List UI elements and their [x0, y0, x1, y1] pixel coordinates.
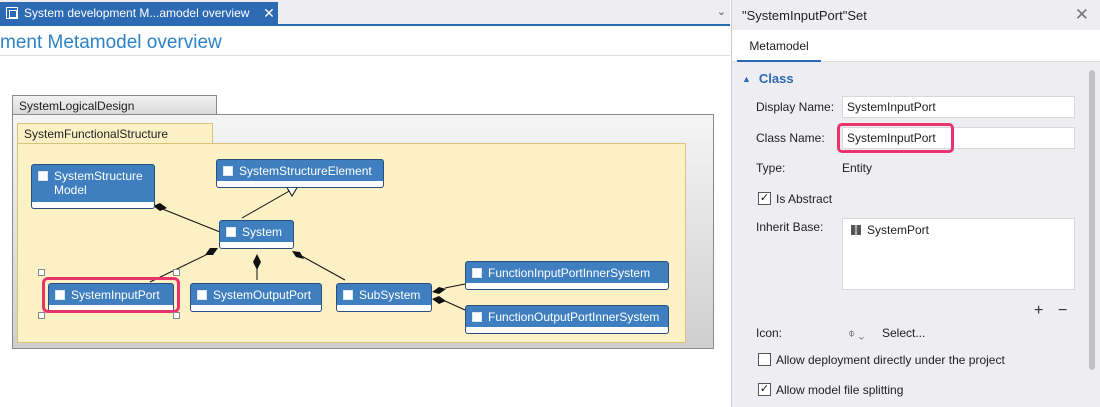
component-icon — [343, 290, 353, 300]
resize-handle[interactable] — [38, 269, 45, 276]
port-icon — [472, 268, 482, 278]
inherit-base-list[interactable]: SystemPort — [842, 218, 1075, 290]
node-label: FunctionInputPortInnerSystem — [488, 266, 651, 280]
list-item-label: SystemPort — [867, 223, 930, 237]
diagram-edges — [149, 185, 466, 311]
class-icon — [851, 225, 861, 235]
composition-diamond — [253, 254, 261, 270]
diagram-canvas[interactable]: SystemLogicalDesign SystemFunctionalStru… — [0, 58, 730, 407]
selection-highlight — [42, 277, 180, 313]
composition-diamond — [432, 296, 446, 304]
node-label: SystemStructureElement — [239, 164, 372, 178]
port-icon — [472, 312, 482, 322]
list-item[interactable]: SystemPort — [843, 219, 1074, 241]
resize-handle[interactable] — [173, 312, 180, 319]
tab-metamodel[interactable]: Metamodel — [737, 36, 821, 62]
class-node-system-structure-element[interactable]: SystemStructureElement — [216, 159, 384, 188]
class-node-subsystem[interactable]: SubSystem — [336, 283, 432, 312]
resize-handle[interactable] — [38, 312, 45, 319]
class-name-label: Class Name: — [756, 131, 825, 145]
class-icon — [38, 171, 48, 181]
package-tab-system-functional-structure[interactable]: SystemFunctionalStructure — [17, 123, 213, 144]
resize-handle[interactable] — [173, 269, 180, 276]
composition-edge — [444, 300, 466, 311]
node-label: SystemInputPort — [71, 288, 160, 302]
close-icon[interactable]: ✕ — [1074, 5, 1089, 24]
icon-dropdown[interactable]: ⌽ ⌄ — [848, 326, 865, 340]
allow-deployment-checkbox[interactable] — [758, 353, 771, 366]
properties-pane: "SystemInputPort"Set ✕ Metamodel ▲ Class… — [731, 0, 1100, 407]
properties-title: "SystemInputPort"Set — [742, 7, 867, 23]
class-name-field[interactable]: SystemInputPort — [842, 127, 1075, 149]
node-label: SubSystem — [359, 288, 421, 302]
composition-edge — [159, 207, 221, 233]
composition-diamond — [153, 203, 167, 211]
class-node-system-structure-model[interactable]: SystemStructure Model — [31, 164, 155, 209]
class-node-function-output-port-inner-system[interactable]: FunctionOutputPortInnerSystem — [465, 305, 669, 334]
class-node-system-input-port[interactable]: SystemInputPort — [48, 283, 174, 312]
editor-tab-title: System development M...amodel overview — [24, 6, 250, 20]
scrollbar[interactable] — [1089, 70, 1095, 370]
node-label: System — [242, 225, 283, 239]
composition-diamond — [292, 251, 304, 259]
display-name-field[interactable]: SystemInputPort — [842, 96, 1075, 118]
component-icon — [226, 227, 236, 237]
add-button[interactable]: + — [1034, 302, 1044, 319]
editor-pane: System development M...amodel overview ✕… — [0, 0, 730, 407]
type-label: Type: — [756, 161, 786, 175]
editor-tab[interactable]: System development M...amodel overview ✕ — [0, 2, 278, 24]
editor-tabbar: System development M...amodel overview ✕… — [0, 0, 730, 26]
is-abstract-label: Is Abstract — [776, 192, 833, 206]
composition-edge — [297, 253, 346, 281]
allow-splitting-label: Allow model file splitting — [776, 383, 904, 397]
package-tab-system-logical-design[interactable]: SystemLogicalDesign — [12, 95, 217, 115]
icon-select-button[interactable]: Select... — [882, 326, 926, 340]
icon-label: Icon: — [756, 326, 783, 340]
properties-header: "SystemInputPort"Set ✕ — [732, 0, 1100, 30]
properties-body: ▲ Class Display Name: SystemInputPort Cl… — [732, 62, 1100, 407]
close-icon[interactable]: ✕ — [263, 4, 275, 21]
is-abstract-checkbox[interactable]: ✓ — [758, 192, 771, 205]
allow-deployment-label: Allow deployment directly under the proj… — [776, 353, 1005, 367]
allow-splitting-checkbox[interactable]: ✓ — [758, 383, 771, 396]
port-icon — [55, 290, 65, 300]
chevron-down-icon[interactable]: ⌄ — [716, 6, 726, 18]
node-label: SystemStructure Model — [54, 169, 143, 197]
inherit-base-label: Inherit Base: — [756, 220, 824, 234]
class-node-system-output-port[interactable]: SystemOutputPort — [190, 283, 322, 312]
class-name-highlight — [837, 123, 954, 153]
section-title: Class — [758, 71, 794, 86]
page-title: ment Metamodel overview — [0, 32, 730, 56]
composition-edge — [444, 283, 466, 289]
type-value: Entity — [842, 161, 873, 175]
class-node-system[interactable]: System — [219, 220, 294, 249]
diagram-icon — [6, 7, 18, 19]
class-node-function-input-port-inner-system[interactable]: FunctionInputPortInnerSystem — [465, 261, 669, 290]
port-icon — [197, 290, 207, 300]
remove-button[interactable]: − — [1058, 302, 1068, 319]
properties-tabbar: Metamodel — [732, 30, 1100, 62]
composition-diamond — [205, 248, 218, 255]
node-label: FunctionOutputPortInnerSystem — [488, 310, 660, 324]
collapse-triangle-icon: ▲ — [742, 73, 751, 84]
hierarchy-icon — [223, 166, 233, 176]
composition-diamond — [432, 287, 446, 294]
section-class-header[interactable]: ▲ Class — [742, 71, 794, 86]
node-label: SystemOutputPort — [213, 288, 312, 302]
display-name-label: Display Name: — [756, 100, 835, 114]
